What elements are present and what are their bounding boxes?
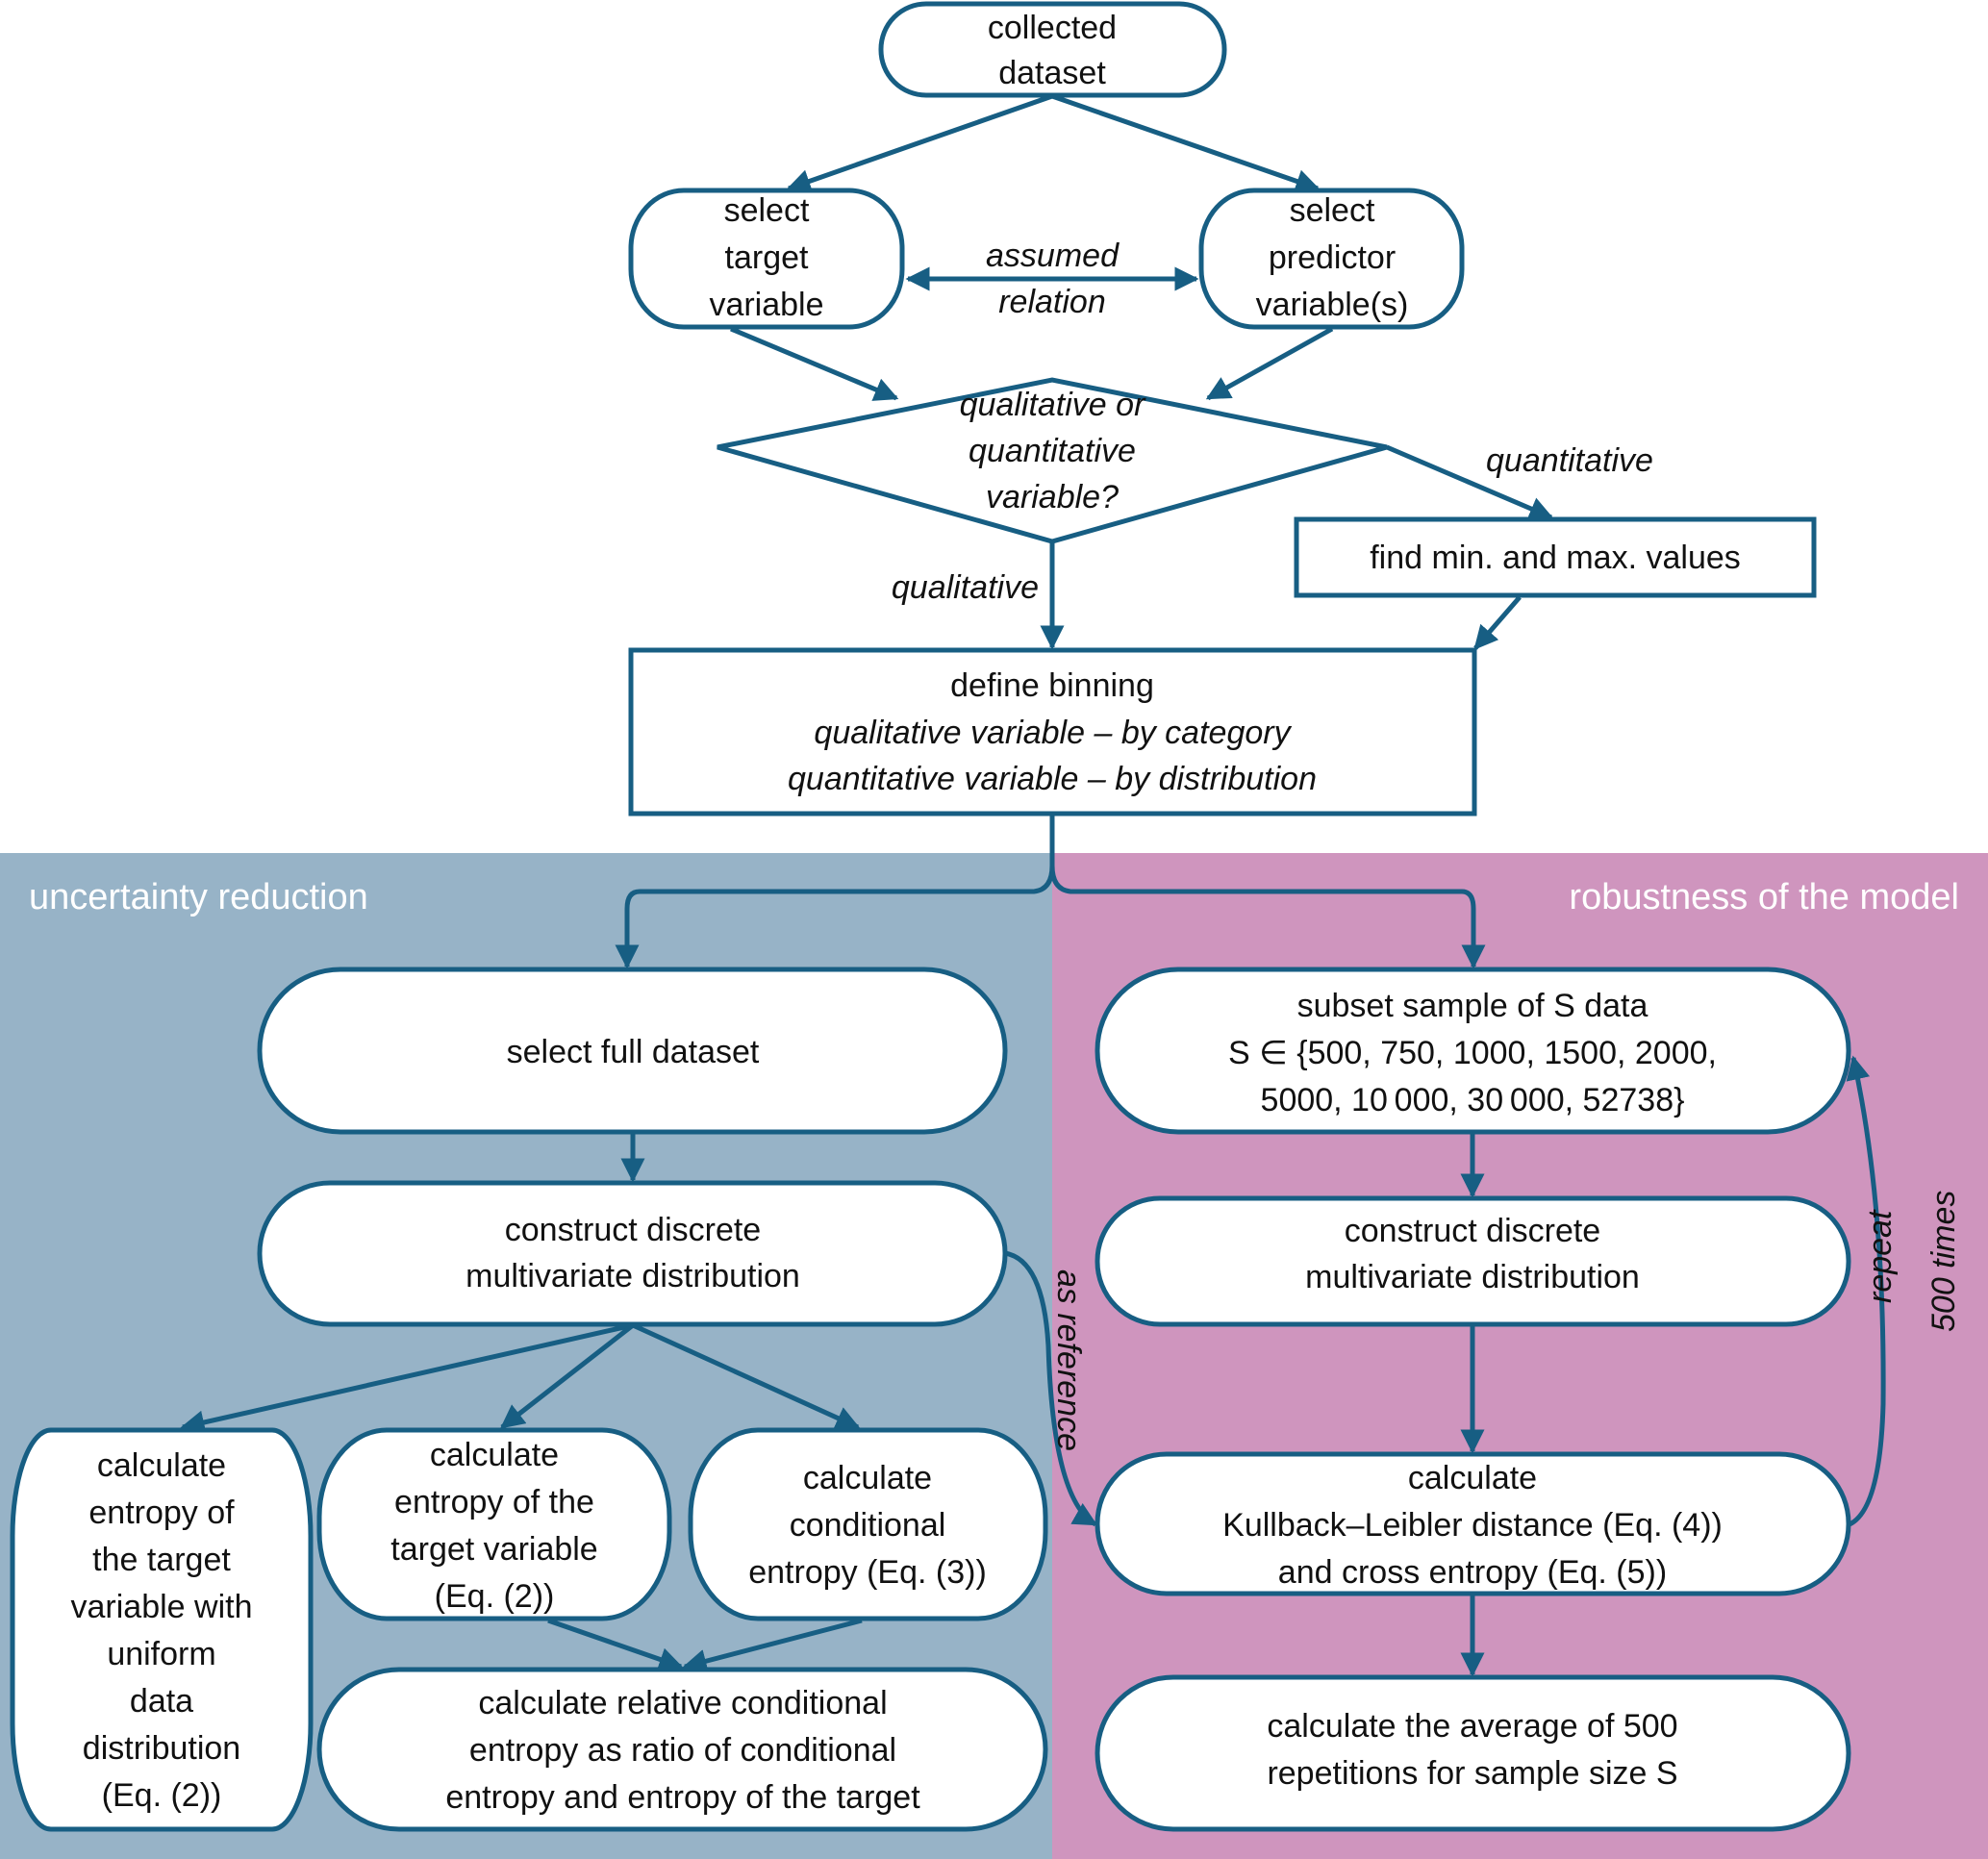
node-collected-dataset[interactable]: collected dataset [878, 1, 1227, 98]
node-construct-distribution-left[interactable]: construct discrete multivariate distribu… [257, 1180, 1008, 1327]
svg-text:entropy of: entropy of [88, 1495, 235, 1531]
svg-text:entropy and entropy of the tar: entropy and entropy of the target [445, 1779, 920, 1816]
svg-text:qualitative or: qualitative or [960, 387, 1146, 423]
svg-text:select: select [1290, 192, 1375, 229]
node-target-entropy[interactable]: calculate entropy of the target variable… [316, 1427, 672, 1621]
svg-text:calculate: calculate [803, 1460, 932, 1496]
svg-text:quantitative: quantitative [969, 433, 1136, 469]
label-500-times: 500 times [1925, 1191, 1962, 1332]
edge-construct-target-entropy [500, 1323, 635, 1429]
edges [180, 93, 1886, 1677]
svg-text:find min. and max. values: find min. and max. values [1370, 540, 1741, 576]
svg-text:and cross entropy (Eq. (5)): and cross entropy (Eq. (5)) [1278, 1554, 1667, 1591]
svg-text:construct discrete: construct discrete [505, 1212, 761, 1248]
svg-text:calculate: calculate [97, 1447, 226, 1484]
svg-text:entropy (Eq. (3)): entropy (Eq. (3)) [748, 1554, 987, 1591]
label-assumed-relation-2: relation [998, 284, 1106, 320]
edge-as-reference [1004, 1250, 1098, 1527]
node-decision-variable-type[interactable]: qualitative or quantitative variable? [717, 377, 1388, 544]
svg-text:repetitions for sample size S: repetitions for sample size S [1267, 1755, 1677, 1792]
svg-text:collected: collected [988, 10, 1117, 46]
edge-predictor-decision [1205, 326, 1334, 401]
node-define-binning[interactable]: define binning qualitative variable – by… [628, 647, 1477, 816]
edge-binning-split-right [1049, 865, 1486, 969]
svg-text:Kullback–Leibler distance (Eq.: Kullback–Leibler distance (Eq. (4)) [1222, 1507, 1723, 1544]
svg-text:variable with: variable with [71, 1589, 253, 1625]
svg-text:select: select [724, 192, 810, 229]
label-assumed-relation-1: assumed [986, 238, 1120, 274]
label-qualitative: qualitative [892, 569, 1039, 606]
svg-text:target: target [725, 239, 809, 276]
node-construct-distribution-right[interactable]: construct discrete multivariate distribu… [1095, 1195, 1851, 1327]
svg-text:subset sample of S data: subset sample of S data [1297, 988, 1648, 1024]
svg-text:entropy as ratio of conditiona: entropy as ratio of conditional [469, 1732, 896, 1769]
svg-text:predictor: predictor [1269, 239, 1396, 276]
svg-text:qualitative variable – by cate: qualitative variable – by category [814, 715, 1292, 751]
svg-text:5000, 10 000, 30 000, 52738}: 5000, 10 000, 30 000, 52738} [1261, 1082, 1685, 1118]
svg-text:select full dataset: select full dataset [507, 1034, 760, 1070]
svg-text:S ∈ {500, 750, 1000, 1500, 200: S ∈ {500, 750, 1000, 1500, 2000, [1228, 1035, 1717, 1071]
edge-minmax-binning [1473, 595, 1522, 650]
node-subset-sample[interactable]: subset sample of S data S ∈ {500, 750, 1… [1095, 967, 1851, 1135]
svg-text:(Eq. (2)): (Eq. (2)) [435, 1578, 555, 1615]
svg-text:calculate relative conditional: calculate relative conditional [478, 1685, 887, 1721]
node-average-repetitions[interactable]: calculate the average of 500 repetitions… [1095, 1674, 1851, 1832]
svg-text:quantitative variable – by dis: quantitative variable – by distribution [788, 761, 1317, 797]
edge-target-entropy-relative [547, 1618, 684, 1671]
svg-text:calculate: calculate [1408, 1460, 1537, 1496]
svg-text:distribution: distribution [83, 1730, 240, 1767]
edge-decision-minmax [1386, 444, 1554, 520]
svg-text:construct discrete: construct discrete [1345, 1213, 1600, 1249]
label-repeat: repeat [1862, 1209, 1899, 1303]
edge-target-decision [730, 326, 899, 401]
node-kl-distance[interactable]: calculate Kullback–Leibler distance (Eq.… [1095, 1451, 1851, 1596]
edge-construct-conditional [631, 1322, 861, 1430]
edge-construct-uniform [180, 1322, 634, 1435]
node-uniform-entropy[interactable]: calculate entropy of the target variable… [10, 1427, 314, 1832]
node-select-target[interactable]: select target variable [628, 188, 905, 330]
svg-text:conditional: conditional [790, 1507, 946, 1544]
svg-text:multivariate distribution: multivariate distribution [466, 1258, 800, 1294]
label-as-reference: as reference [1050, 1269, 1087, 1451]
svg-text:variable(s): variable(s) [1256, 287, 1409, 323]
svg-text:variable?: variable? [986, 479, 1119, 515]
svg-text:entropy of the: entropy of the [394, 1484, 594, 1520]
node-conditional-entropy[interactable]: calculate conditional entropy (Eq. (3)) [688, 1427, 1048, 1621]
edge-conditional-relative [682, 1618, 863, 1673]
svg-text:uniform: uniform [107, 1636, 215, 1672]
node-select-predictor[interactable]: select predictor variable(s) [1198, 188, 1465, 330]
edge-repeat-loop [1846, 1055, 1886, 1527]
svg-text:calculate: calculate [430, 1437, 559, 1473]
node-relative-conditional-entropy[interactable]: calculate relative conditional entropy a… [316, 1667, 1048, 1832]
panel-label-right: robustness of the model [1569, 877, 1959, 917]
svg-text:variable: variable [709, 287, 823, 323]
node-find-min-max[interactable]: find min. and max. values [1294, 516, 1817, 598]
edge-collected-target [786, 93, 1053, 193]
node-select-full-dataset[interactable]: select full dataset [257, 967, 1008, 1135]
svg-text:target variable: target variable [390, 1531, 597, 1568]
svg-text:dataset: dataset [998, 55, 1106, 91]
edge-collected-predictor [1051, 93, 1321, 193]
svg-text:(Eq. (2)): (Eq. (2)) [102, 1777, 222, 1814]
panel-label-left: uncertainty reduction [29, 877, 368, 917]
svg-text:the target: the target [92, 1542, 231, 1578]
label-quantitative: quantitative [1486, 442, 1653, 479]
svg-text:multivariate distribution: multivariate distribution [1305, 1259, 1640, 1295]
svg-text:calculate the average of 500: calculate the average of 500 [1267, 1708, 1677, 1745]
svg-text:data: data [130, 1683, 193, 1720]
svg-text:define binning: define binning [950, 667, 1154, 704]
